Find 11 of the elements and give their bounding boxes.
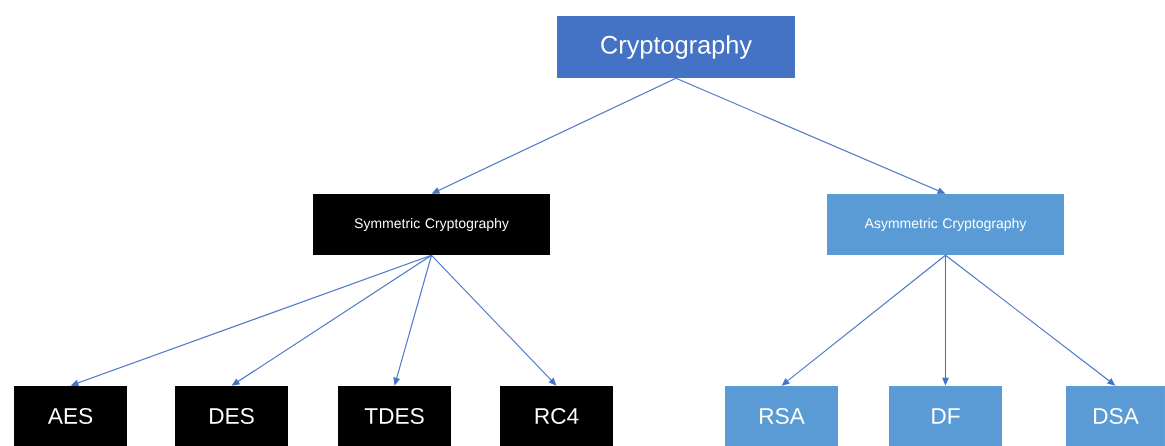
category-box: Symmetric Cryptography	[313, 194, 550, 255]
algorithm-box: AES	[14, 386, 127, 446]
algorithm-box: TDES	[338, 386, 451, 446]
algorithm-box: DES	[175, 386, 288, 446]
algorithm-box: RC4	[500, 386, 613, 446]
algorithm-box: DSA	[1066, 386, 1165, 446]
category-box: Asymmetric Cryptography	[827, 194, 1064, 255]
algorithm-box: RSA	[725, 386, 838, 446]
algorithm-box: DF	[889, 386, 1002, 446]
root-box: Cryptography	[557, 16, 795, 78]
arrow	[430, 254, 557, 386]
